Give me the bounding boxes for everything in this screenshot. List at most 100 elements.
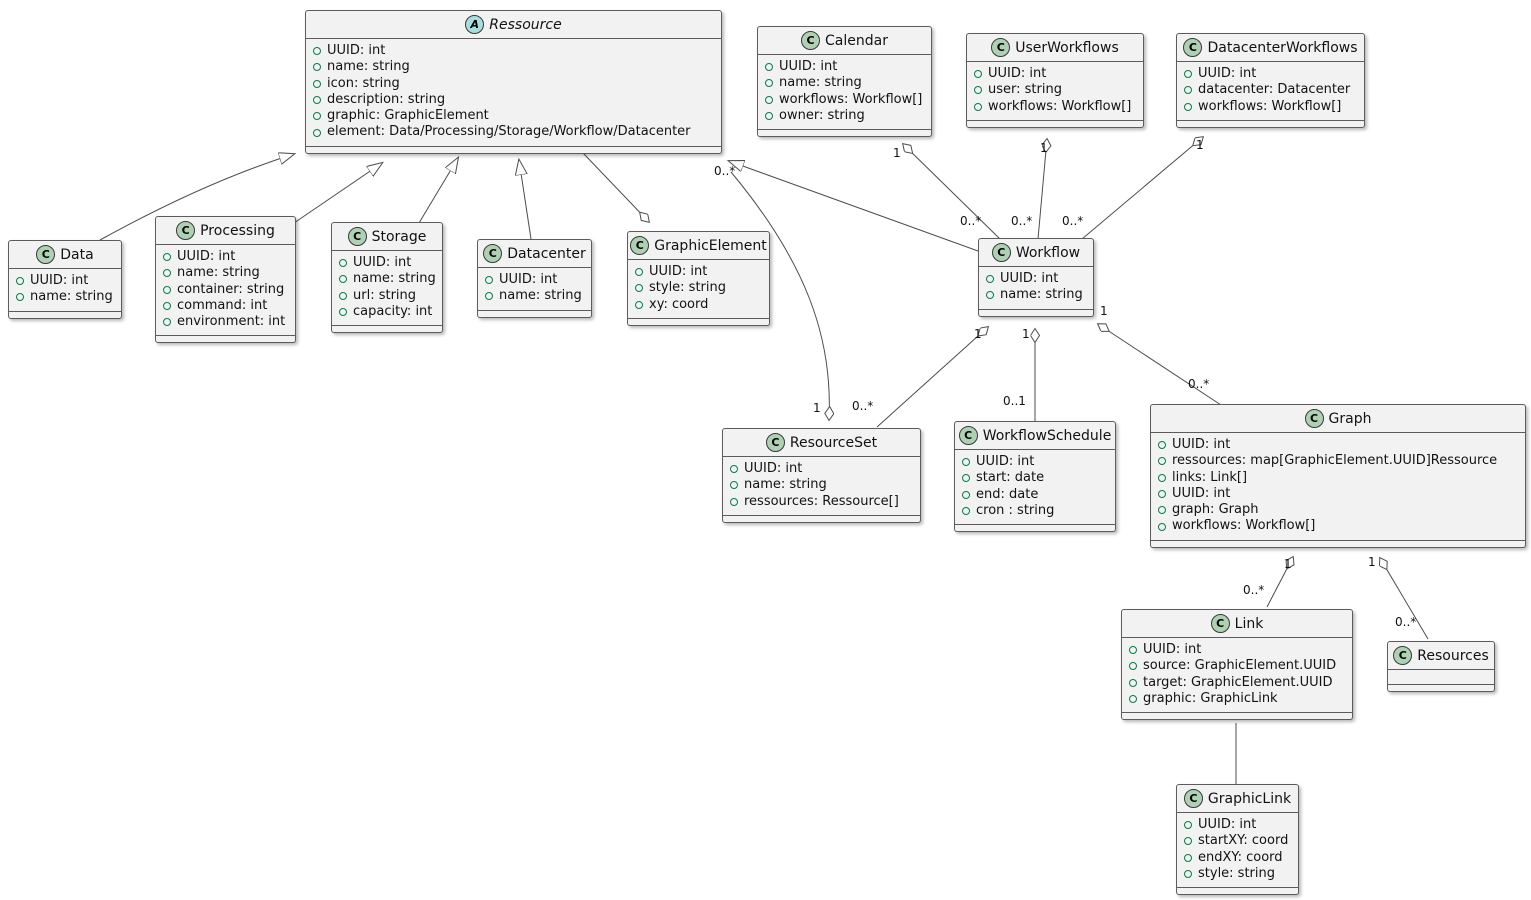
attribute-text: ressources: Ressource[] bbox=[744, 493, 899, 509]
multiplicity-label: 1 bbox=[1196, 138, 1204, 152]
field-visibility-icon bbox=[986, 275, 994, 284]
attribute-row: startXY: coord bbox=[1184, 833, 1291, 849]
attribute-text: name: string bbox=[177, 265, 260, 281]
multiplicity-label: 1 bbox=[893, 146, 901, 160]
field-visibility-icon bbox=[765, 95, 773, 104]
attribute-row: UUID: int bbox=[1158, 486, 1518, 502]
class-icon: C bbox=[1210, 614, 1230, 633]
class-name: GraphicLink bbox=[1207, 790, 1292, 807]
attribute-row: UUID: int bbox=[974, 66, 1136, 82]
multiplicity-label: 0..1 bbox=[1003, 394, 1026, 408]
field-visibility-icon bbox=[1129, 678, 1137, 687]
class-icon: C bbox=[801, 31, 821, 50]
field-visibility-icon bbox=[765, 63, 773, 72]
attribute-text: cron : string bbox=[976, 502, 1055, 518]
field-visibility-icon bbox=[730, 481, 738, 490]
class-icon: C bbox=[1304, 409, 1324, 428]
multiplicity-label: 1 bbox=[1100, 304, 1108, 318]
class-name: Calendar bbox=[825, 32, 888, 49]
attribute-text: end: date bbox=[976, 486, 1039, 502]
attribute-text: UUID: int bbox=[1198, 66, 1257, 81]
attribute-row: environment: int bbox=[163, 314, 288, 330]
attribute-text: owner: string bbox=[779, 107, 865, 123]
attribute-text: UUID: int bbox=[30, 273, 89, 288]
attribute-text: url: string bbox=[353, 287, 417, 303]
attribute-row: name: string bbox=[163, 265, 288, 281]
attribute-row: ressources: Ressource[] bbox=[730, 494, 913, 510]
attribute-row: UUID: int bbox=[339, 255, 435, 271]
field-visibility-icon bbox=[163, 318, 171, 327]
attribute-row: endXY: coord bbox=[1184, 850, 1291, 866]
multiplicity-label: 0..* bbox=[714, 164, 736, 178]
class-name: Ressource bbox=[489, 16, 562, 33]
attribute-row: graphic: GraphicElement bbox=[313, 108, 714, 124]
field-visibility-icon bbox=[485, 292, 493, 301]
attribute-row: style: string bbox=[635, 280, 762, 296]
edge-aggregation-Workflow-DatacenterWorkflows bbox=[1081, 137, 1203, 240]
attribute-text: container: string bbox=[177, 281, 285, 297]
field-visibility-icon bbox=[1184, 870, 1192, 879]
class-icon: C bbox=[630, 236, 650, 255]
class-name: Storage bbox=[371, 228, 427, 245]
field-visibility-icon bbox=[313, 128, 321, 137]
methods-compartment bbox=[9, 310, 121, 318]
field-visibility-icon bbox=[313, 63, 321, 72]
field-visibility-icon bbox=[1184, 102, 1192, 111]
methods-compartment bbox=[478, 309, 591, 317]
attribute-text: UUID: int bbox=[1172, 437, 1231, 452]
edge-aggregation-Graph-Workflow bbox=[1098, 324, 1222, 406]
methods-compartment bbox=[628, 317, 769, 325]
multiplicity-label: 0..* bbox=[960, 214, 982, 228]
attribute-row: UUID: int bbox=[1184, 817, 1291, 833]
field-visibility-icon bbox=[1158, 441, 1166, 450]
attribute-row: workflows: Workflow[] bbox=[1184, 99, 1357, 115]
edge-extends-Processing-Ressource bbox=[293, 163, 382, 224]
class-icon: C bbox=[958, 426, 978, 445]
field-visibility-icon bbox=[339, 308, 347, 317]
edge-extends-Data-Ressource bbox=[99, 154, 294, 241]
attribute-row: graph: Graph bbox=[1158, 502, 1518, 518]
class-icon: C bbox=[1393, 646, 1413, 665]
attribute-row: UUID: int bbox=[163, 249, 288, 265]
field-visibility-icon bbox=[962, 490, 970, 499]
attribute-text: endXY: coord bbox=[1198, 849, 1283, 865]
attribute-row: datacenter: Datacenter bbox=[1184, 82, 1357, 98]
methods-compartment bbox=[1122, 712, 1352, 719]
edge-aggregation-Ressource-GraphicElement bbox=[582, 152, 649, 222]
attribute-text: source: GraphicElement.UUID bbox=[1143, 658, 1337, 674]
edge-aggregation-Workflow-UserWorkflows bbox=[1037, 139, 1047, 240]
attribute-text: UUID: int bbox=[353, 255, 412, 270]
multiplicity-label: 0..* bbox=[1395, 615, 1417, 629]
attribute-text: UUID: int bbox=[1143, 642, 1202, 657]
class-icon: C bbox=[347, 227, 367, 246]
attribute-row: UUID: int bbox=[730, 461, 913, 477]
methods-compartment bbox=[1177, 887, 1298, 894]
methods-compartment bbox=[967, 119, 1143, 127]
attribute-text: UUID: int bbox=[499, 272, 558, 287]
attribute-text: graph: Graph bbox=[1172, 502, 1259, 518]
attribute-row: UUID: int bbox=[1129, 642, 1345, 658]
field-visibility-icon bbox=[730, 465, 738, 474]
attribute-row: element: Data/Processing/Storage/Workflo… bbox=[313, 124, 714, 140]
field-visibility-icon bbox=[974, 70, 982, 79]
field-visibility-icon bbox=[163, 285, 171, 294]
attribute-text: UUID: int bbox=[1172, 485, 1231, 501]
field-visibility-icon bbox=[986, 291, 994, 300]
field-visibility-icon bbox=[1184, 853, 1192, 862]
